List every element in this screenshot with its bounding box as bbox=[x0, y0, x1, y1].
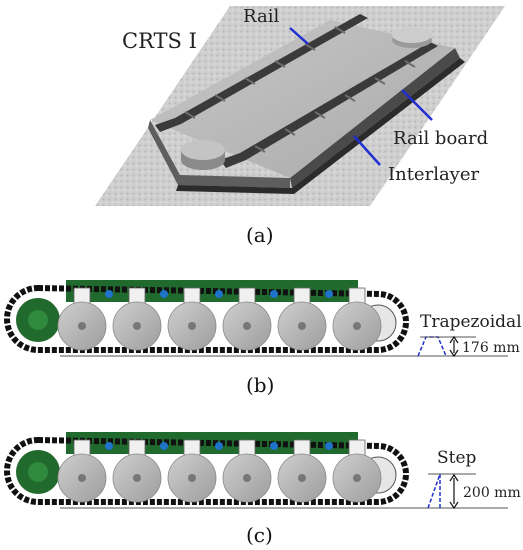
slab-top bbox=[150, 20, 455, 178]
wheel-hub bbox=[353, 474, 361, 482]
sensor-dot bbox=[105, 290, 113, 298]
fastener-rows bbox=[184, 26, 416, 153]
wheel-hub bbox=[188, 474, 196, 482]
wheel-hub bbox=[243, 322, 251, 330]
sensor-dot bbox=[160, 442, 168, 450]
rail-right bbox=[220, 42, 438, 168]
sensor-dot bbox=[270, 442, 278, 450]
wheel-hub bbox=[243, 474, 251, 482]
sensor-dot bbox=[270, 290, 278, 298]
wheel-hub bbox=[133, 322, 141, 330]
rail-board-label: Rail board bbox=[393, 128, 488, 149]
sensor-dot bbox=[215, 290, 223, 298]
wheel-hub bbox=[298, 322, 306, 330]
sensor-dot bbox=[325, 442, 333, 450]
sprocket-hub bbox=[28, 462, 48, 482]
bollard-front bbox=[181, 140, 225, 170]
tracked-vehicle-b bbox=[4, 280, 409, 353]
panel-c-caption: (c) bbox=[246, 523, 273, 547]
step-obstacle bbox=[60, 473, 508, 510]
interlayer-band bbox=[176, 58, 465, 194]
rail-callout-line bbox=[289, 27, 309, 45]
rail-left bbox=[155, 14, 368, 132]
rail-label: Rail bbox=[243, 6, 279, 27]
sensor-dot bbox=[215, 442, 223, 450]
sensor-dot bbox=[325, 290, 333, 298]
trapezoidal-obstacle bbox=[60, 335, 508, 358]
wheel-hub bbox=[78, 322, 86, 330]
trapezoidal-label: Trapezoidal bbox=[420, 312, 522, 332]
wheel-hub bbox=[298, 474, 306, 482]
tracked-vehicle-c bbox=[4, 432, 409, 505]
step-height-label: 200 mm bbox=[463, 485, 521, 501]
trapezoidal-height-label: 176 mm bbox=[462, 340, 520, 356]
panel-b-caption: (b) bbox=[246, 373, 274, 397]
wheel-hub bbox=[188, 322, 196, 330]
sensor-dot bbox=[160, 290, 168, 298]
wheel-hub bbox=[133, 474, 141, 482]
wheel-hub bbox=[78, 474, 86, 482]
panel-a-caption: (a) bbox=[246, 223, 274, 247]
interlayer-callout-line bbox=[353, 135, 381, 166]
rail-board-callout-line bbox=[401, 89, 433, 121]
wheel-hub bbox=[353, 322, 361, 330]
sprocket-hub bbox=[28, 310, 48, 330]
interlayer-label: Interlayer bbox=[388, 164, 480, 185]
track-belt bbox=[4, 284, 409, 353]
track-belt bbox=[4, 436, 409, 505]
bollard-back bbox=[392, 27, 432, 48]
step-label: Step bbox=[437, 448, 477, 468]
slab-side bbox=[148, 120, 290, 188]
panel-a-illustration bbox=[95, 6, 505, 206]
slab-front bbox=[290, 48, 460, 188]
sensor-dot bbox=[105, 442, 113, 450]
panel-a-title: CRTS I bbox=[122, 29, 197, 53]
